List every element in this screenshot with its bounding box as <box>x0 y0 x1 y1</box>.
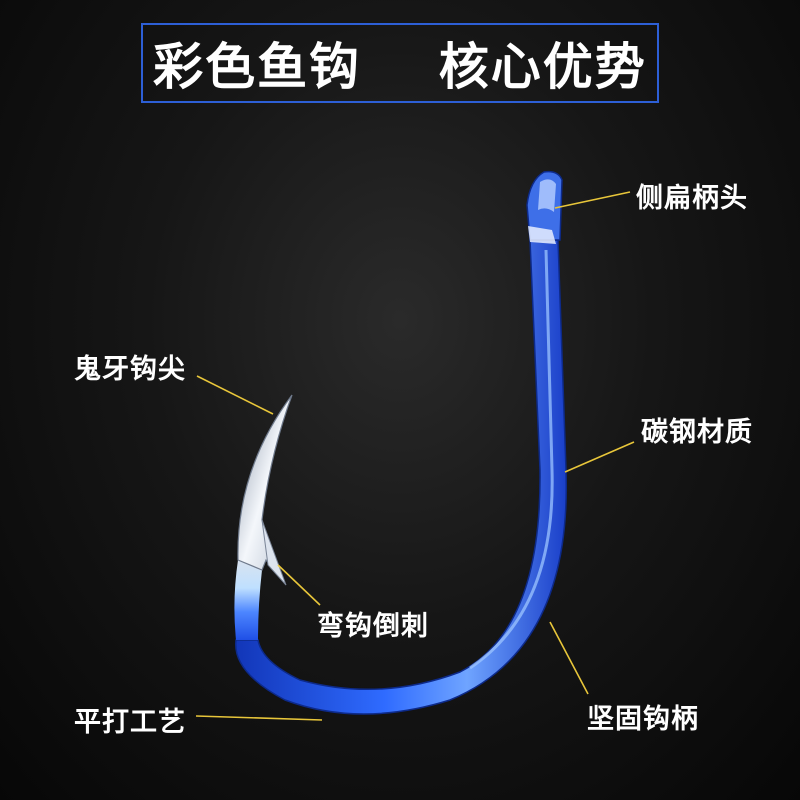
hook-head-shine <box>538 179 556 212</box>
label-curved-barb: 弯钩倒刺 <box>317 611 429 642</box>
hook-transition <box>234 560 262 640</box>
hook-barb <box>261 519 287 586</box>
leader-carbon-steel <box>564 441 635 473</box>
label-side-flat-head: 侧扁柄头 <box>636 183 748 214</box>
leader-flat-forging <box>195 715 323 721</box>
hook-head-notch <box>528 226 556 244</box>
label-carbon-steel: 碳钢材质 <box>641 417 753 448</box>
label-flat-forging: 平打工艺 <box>74 707 186 738</box>
leader-curved-barb <box>277 564 321 606</box>
leader-side-flat-head <box>554 191 631 209</box>
hook-highlight <box>469 249 554 670</box>
title-text: 彩色鱼钩 核心优势 <box>153 38 647 96</box>
leader-sturdy-shank <box>549 621 589 695</box>
hook-point <box>237 394 293 581</box>
title-frame: 彩色鱼钩 核心优势 <box>141 23 659 103</box>
leader-ghost-tooth-tip <box>196 375 274 415</box>
label-ghost-tooth-tip: 鬼牙钩尖 <box>74 354 186 385</box>
label-sturdy-shank: 坚固钩柄 <box>587 704 699 735</box>
